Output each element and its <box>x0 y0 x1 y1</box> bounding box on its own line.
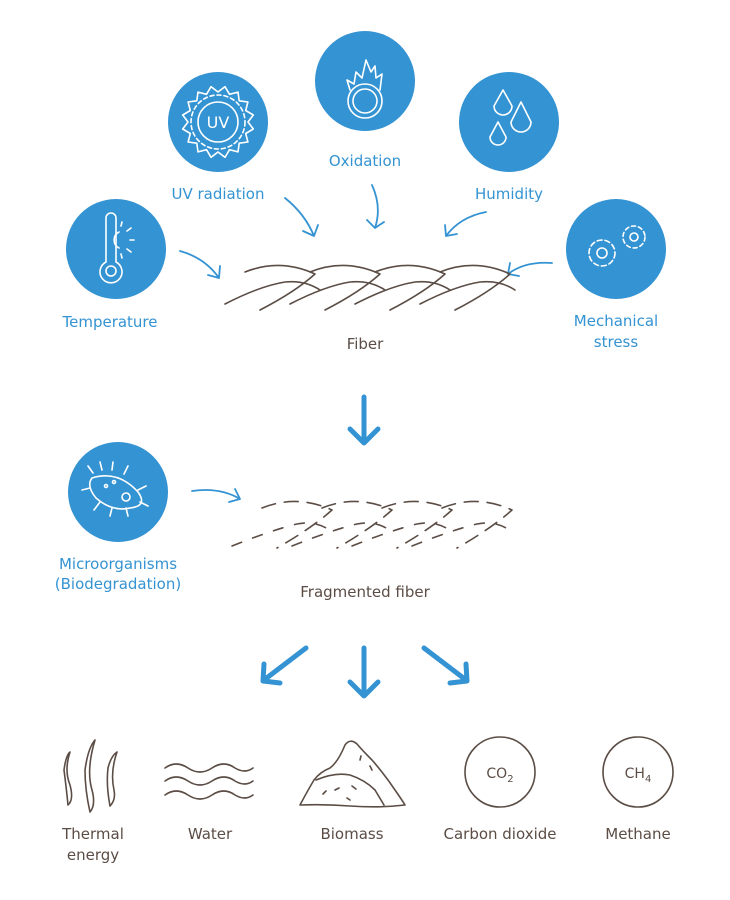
uv-circle <box>168 72 268 172</box>
arrow-down-right <box>421 645 470 686</box>
fiber-strand <box>244 264 316 311</box>
braided-fiber-icon <box>224 264 516 311</box>
factor-arrows <box>179 184 553 279</box>
water-item: Water <box>164 763 254 843</box>
fire-ring-icon <box>346 59 383 119</box>
ch4-formula: CH4 <box>625 766 652 785</box>
mechanical-stress-node: Mechanical stress <box>566 199 666 351</box>
temperature-node: Temperature <box>61 199 166 331</box>
fiber-fragment <box>261 500 333 549</box>
thermal-energy-item: Thermal energy <box>61 739 124 864</box>
ch4-circle-icon <box>602 736 674 808</box>
uv-radiation-node: UV UV radiation <box>168 72 268 203</box>
oxidation-node: Oxidation <box>315 31 415 170</box>
arrow-mechanical <box>507 261 553 277</box>
humidity-circle <box>459 72 559 172</box>
microorganisms-node: Microorganisms (Biodegradation) <box>55 442 181 593</box>
co2-circle-icon <box>464 736 536 808</box>
arrow-microorganisms <box>191 488 241 503</box>
biomass-label: Biomass <box>320 825 383 843</box>
microorganisms-circle <box>68 442 168 542</box>
oxidation-circle <box>315 31 415 131</box>
gears-icon <box>588 225 646 267</box>
arrow-uv <box>284 197 319 237</box>
fiber-strand <box>289 280 386 305</box>
uv-icon-text: UV <box>207 113 230 132</box>
microorganisms-label-line1: Microorganisms <box>59 555 177 573</box>
uv-radiation-label: UV radiation <box>172 185 265 203</box>
oxidation-label: Oxidation <box>329 152 401 170</box>
carbon-dioxide-item: CO2 Carbon dioxide <box>443 736 557 843</box>
water-label: Water <box>188 825 233 843</box>
mechanical-label-line2: stress <box>594 333 639 351</box>
arrow-temperature <box>179 250 221 279</box>
thermometer-sun-icon <box>99 212 135 284</box>
fiber-fragment <box>291 522 393 547</box>
down-arrow <box>347 394 381 446</box>
fragmented-fiber-label: Fragmented fiber <box>300 583 430 601</box>
fiber-strand <box>354 280 451 305</box>
humidity-label: Humidity <box>475 185 543 203</box>
microorganisms-label-line2: (Biodegradation) <box>55 575 181 593</box>
arrow-oxidation <box>366 184 385 229</box>
bacteria-icon <box>81 461 149 517</box>
fiber-strand <box>374 264 446 311</box>
thermal-label-line2: energy <box>67 846 119 864</box>
fiber-strand <box>439 264 511 311</box>
mechanical-circle <box>566 199 666 299</box>
fiber-fragment <box>321 500 393 549</box>
ch4-subscript: 4 <box>645 774 651 785</box>
mechanical-label-line1: Mechanical <box>574 312 658 330</box>
heat-waves-icon <box>63 739 118 813</box>
co2-subscript: 2 <box>507 774 513 785</box>
arrow-humidity <box>444 211 487 237</box>
biomass-pile-icon <box>299 740 406 808</box>
fiber-fragment <box>411 522 513 547</box>
temperature-label: Temperature <box>61 313 157 331</box>
water-drops-icon <box>489 89 532 146</box>
fiber-fragment <box>441 500 513 549</box>
co2-formula: CO2 <box>486 766 513 785</box>
methane-item: CH4 Methane <box>602 736 674 843</box>
fiber-strand <box>309 264 381 311</box>
fiber-strand <box>224 280 321 305</box>
fiber-label: Fiber <box>347 335 384 353</box>
arrow-down-left <box>260 645 309 686</box>
humidity-node: Humidity <box>459 72 559 203</box>
biomass-item: Biomass <box>299 740 406 843</box>
methane-label: Methane <box>605 825 671 843</box>
fiber-fragment <box>381 500 453 549</box>
arrow-down-center <box>347 645 381 699</box>
co2-formula-main: CO <box>486 766 507 782</box>
carbon-dioxide-label: Carbon dioxide <box>443 825 556 843</box>
fiber-fragment <box>231 522 333 547</box>
fragmented-fiber-icon <box>231 500 513 549</box>
ch4-formula-main: CH <box>625 766 645 782</box>
thermal-label-line1: Thermal <box>61 825 124 843</box>
sun-uv-icon <box>181 85 255 159</box>
water-waves-icon <box>164 763 254 800</box>
fiber-strand <box>419 280 516 305</box>
fiber-fragment <box>351 522 453 547</box>
